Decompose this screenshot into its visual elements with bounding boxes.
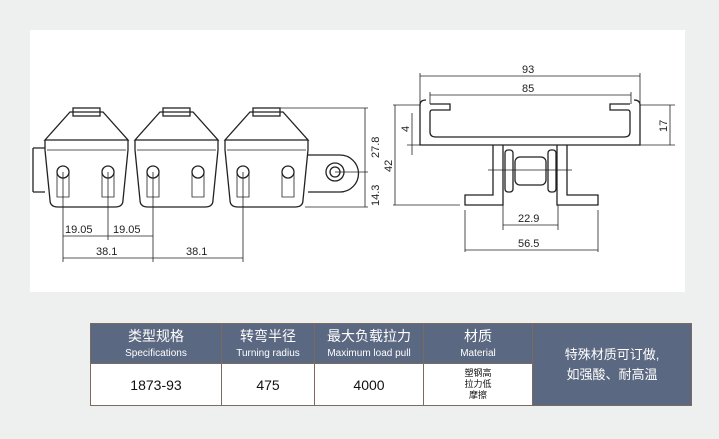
dim-56-5: 56.5 xyxy=(518,238,539,250)
material-line: 摩擦 xyxy=(468,390,487,400)
cell-radius: 475 xyxy=(221,363,315,406)
dim-19-05-b: 19.05 xyxy=(113,224,141,236)
dim-38-1-b: 38.1 xyxy=(186,246,207,258)
end-view: 93 85 17 42 4 22.9 56.5 xyxy=(383,64,675,252)
chain-link-1 xyxy=(43,107,130,208)
dim-17: 17 xyxy=(658,120,670,132)
material-line: 拉力低 xyxy=(464,379,492,389)
dim-22-9: 22.9 xyxy=(518,213,539,225)
dim-93: 93 xyxy=(522,64,534,76)
dim-4: 4 xyxy=(400,126,412,132)
dim-27-8: 27.8 xyxy=(370,137,382,158)
drawing-panel xyxy=(30,30,685,292)
material-line: 塑钢高 xyxy=(464,368,492,378)
dim-19-05-a: 19.05 xyxy=(65,224,93,236)
dim-42: 42 xyxy=(383,160,395,172)
special-material-note: 特殊材质可订做,如强酸、耐高温 xyxy=(532,323,692,406)
chain-link-3 xyxy=(223,107,310,208)
dim-38-1-a: 38.1 xyxy=(96,246,117,258)
chain-link-2 xyxy=(133,107,220,208)
cell-spec: 1873-93 xyxy=(90,363,222,406)
dim-14-3: 14.3 xyxy=(370,185,382,206)
cell-load: 4000 xyxy=(314,363,424,406)
end-ear xyxy=(308,154,360,193)
dim-85: 85 xyxy=(522,83,534,95)
table-row: 1873-93 475 4000 塑钢高拉力低摩擦 xyxy=(90,363,692,406)
side-view: 27.8 14.3 19.05 19.05 38.1 38.1 xyxy=(32,107,382,262)
cell-material: 塑钢高拉力低摩擦 xyxy=(423,363,533,406)
technical-drawing: 27.8 14.3 19.05 19.05 38.1 38.1 93 85 17… xyxy=(32,64,675,262)
